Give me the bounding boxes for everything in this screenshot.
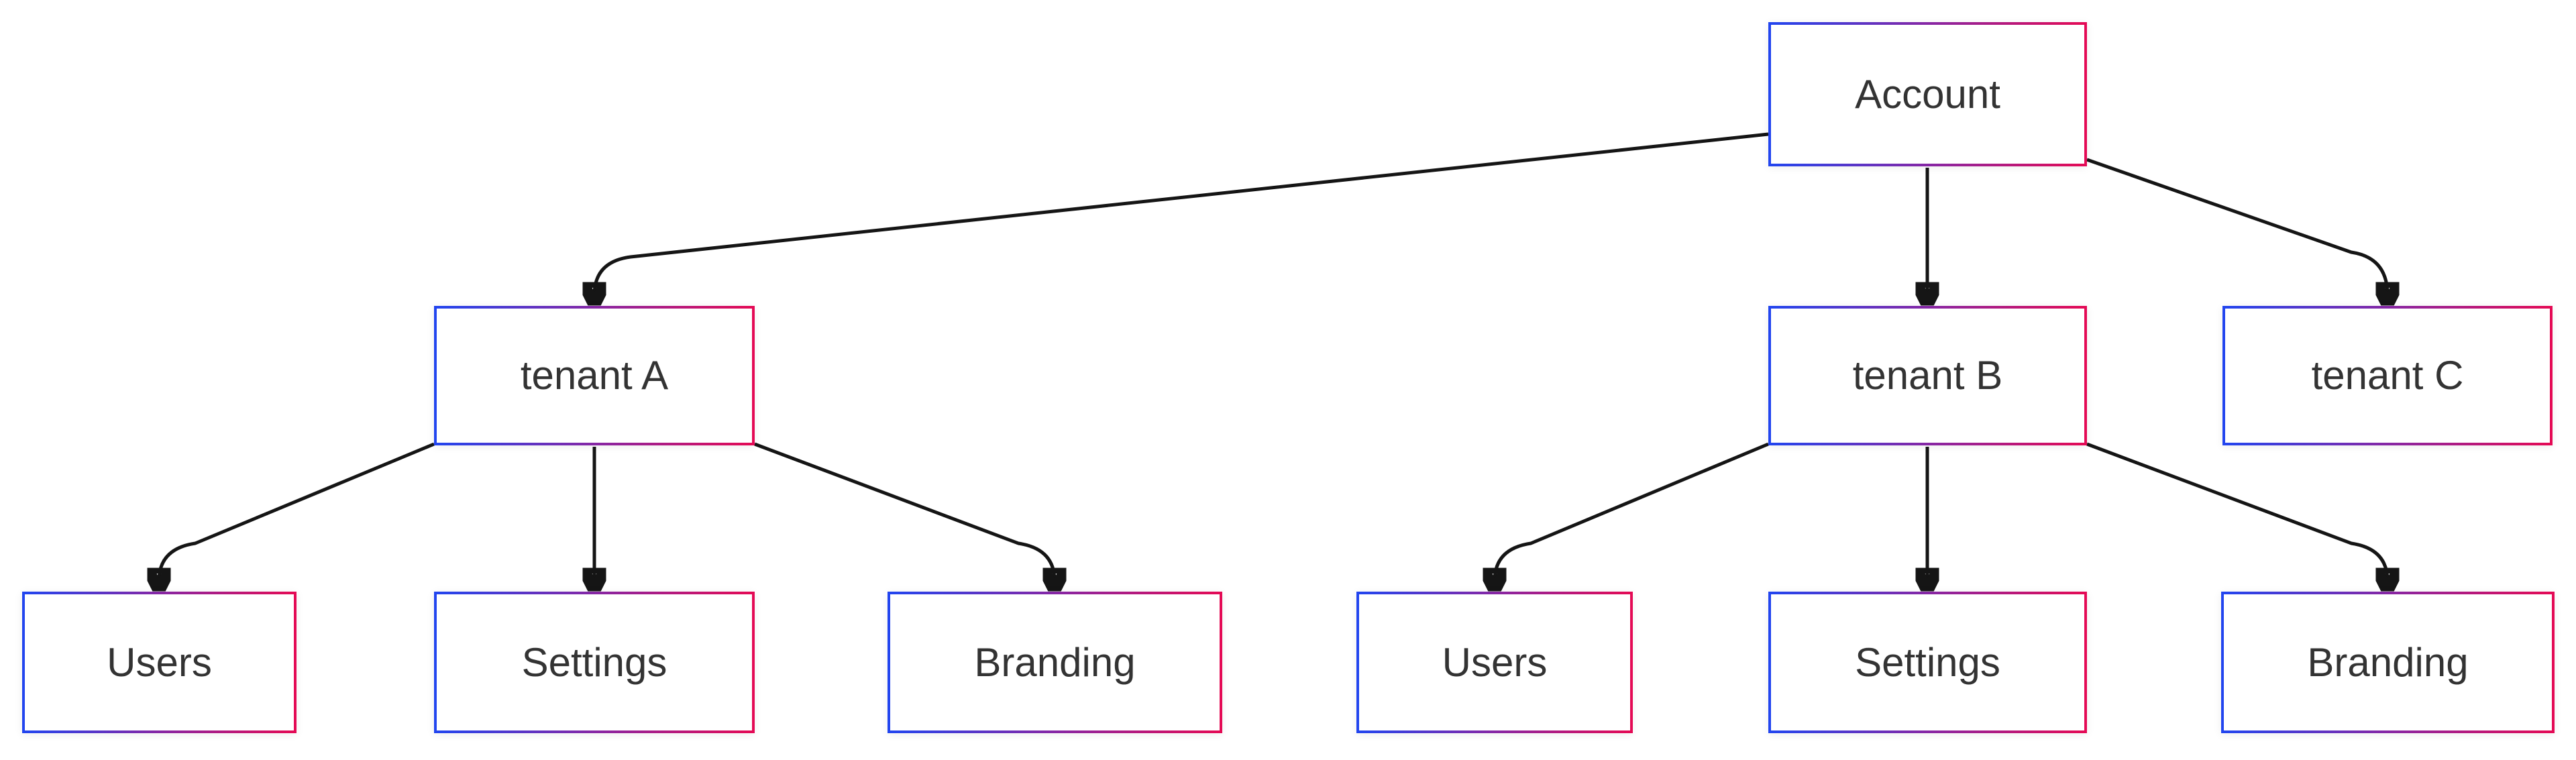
node-tenant-c: tenant C — [2222, 306, 2553, 445]
node-branding-b-label: Branding — [2307, 639, 2469, 685]
node-branding-b: Branding — [2221, 592, 2555, 733]
node-users-a: Users — [22, 592, 297, 733]
edge-tenant-b-to-users-b — [1495, 442, 1769, 588]
node-settings-a-label: Settings — [521, 639, 667, 685]
node-tenant-a: tenant A — [434, 306, 755, 445]
node-tenant-b: tenant B — [1768, 306, 2087, 445]
node-tenant-a-label: tenant A — [520, 353, 669, 398]
node-tenant-c-label: tenant C — [2311, 353, 2464, 398]
node-settings-b-label: Settings — [1855, 639, 2000, 685]
edge-tenant-a-to-branding-a — [754, 442, 1055, 588]
node-users-a-label: Users — [107, 639, 212, 685]
edge-tenant-a-to-users-a — [159, 442, 435, 588]
node-settings-a: Settings — [434, 592, 755, 733]
node-users-b-label: Users — [1442, 639, 1548, 685]
node-branding-a: Branding — [888, 592, 1222, 733]
node-account-label: Account — [1855, 71, 2000, 117]
node-users-b: Users — [1356, 592, 1633, 733]
edge-account-to-tenant-c — [2086, 158, 2387, 302]
edge-account-to-tenant-a — [594, 132, 1769, 302]
node-account: Account — [1768, 22, 2087, 166]
node-tenant-b-label: tenant B — [1852, 353, 2003, 398]
node-settings-b: Settings — [1768, 592, 2087, 733]
edge-tenant-b-to-branding-b — [2086, 442, 2387, 588]
node-branding-a-label: Branding — [974, 639, 1136, 685]
